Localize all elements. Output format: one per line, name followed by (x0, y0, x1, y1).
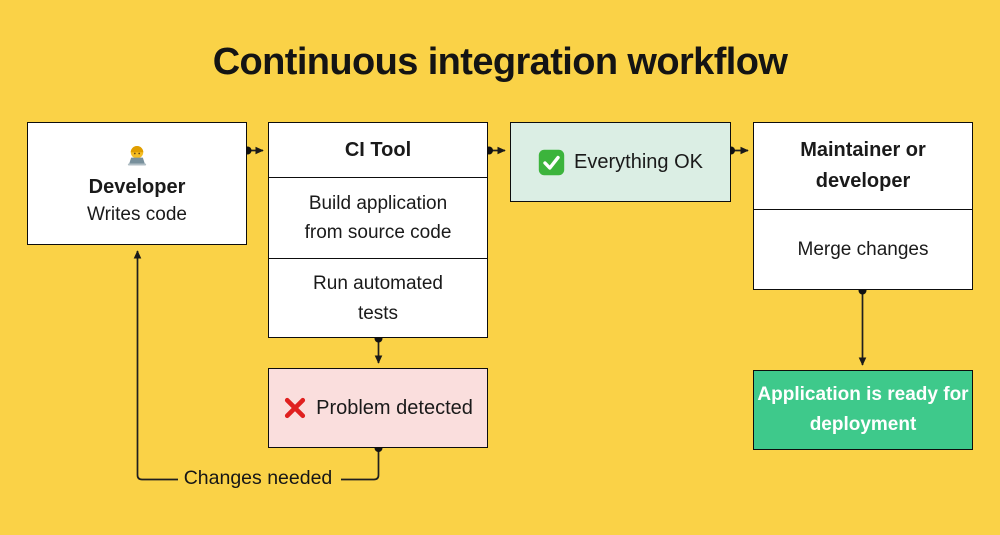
arrow-changes-label-to-developer (133, 250, 178, 481)
node-developer: Developer Writes code (27, 122, 247, 245)
cross-mark-icon (283, 396, 307, 420)
node-deployment-ready: Application is ready for deployment (753, 370, 973, 450)
ci-step-tests: Run automated tests (269, 258, 487, 338)
node-maintainer: Maintainer or developer Merge changes (753, 122, 973, 290)
node-ci-tool: CI Tool Build application from source co… (268, 122, 488, 338)
deployment-label: Application is ready for deployment (757, 383, 969, 435)
developer-subtitle: Writes code (87, 204, 187, 225)
maintainer-action: Merge changes (754, 209, 972, 289)
technologist-icon (122, 141, 152, 171)
developer-title: Developer (88, 176, 186, 198)
maintainer-title: Maintainer or developer (800, 139, 926, 192)
node-everything-ok: Everything OK (510, 122, 731, 202)
everything-ok-label: Everything OK (574, 150, 703, 173)
check-mark-icon (538, 149, 565, 176)
ci-tool-title: CI Tool (344, 138, 412, 161)
changes-needed-label: Changes needed (183, 467, 333, 489)
problem-detected-label: Problem detected (316, 396, 473, 419)
ci-step-build: Build application from source code (269, 177, 487, 258)
node-problem-detected: Problem detected (268, 368, 488, 448)
page-title: Continuous integration workflow (212, 41, 788, 83)
